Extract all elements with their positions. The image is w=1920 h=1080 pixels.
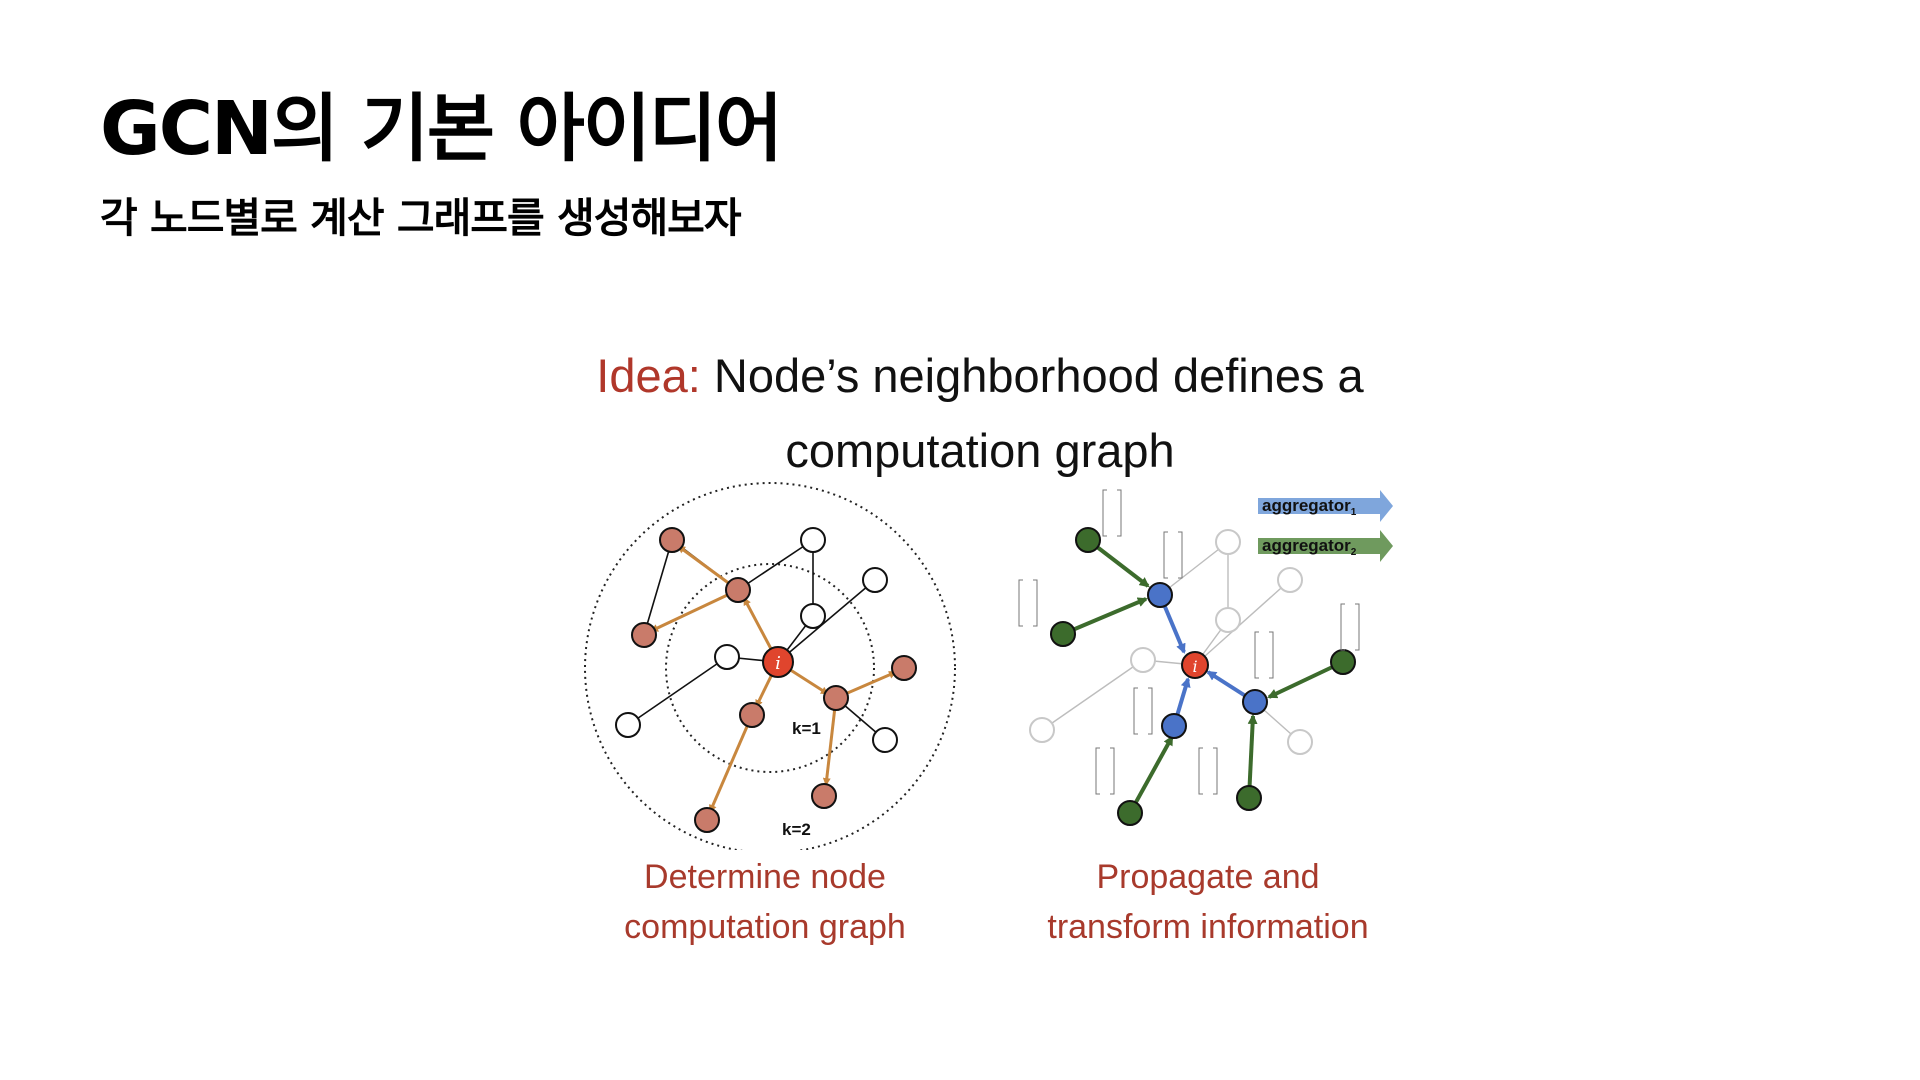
node-brown [891, 655, 917, 681]
node-green [1117, 800, 1143, 826]
aggregator-1-label: aggregator [1262, 496, 1351, 515]
center-node [1181, 651, 1209, 679]
idea-headline: Idea: Node’s neighborhood defines a comp… [480, 338, 1480, 488]
left-caption: Determine node computation graph [555, 852, 975, 952]
aggregator-2-banner: aggregator2 [1258, 530, 1393, 562]
node-brown [694, 807, 720, 833]
k2-label: k=2 [782, 820, 811, 839]
left-computation-graph: i k=1 k=2 [584, 482, 956, 850]
node-brown [739, 702, 765, 728]
node-green [1075, 527, 1101, 553]
node-faint [1215, 529, 1241, 555]
aggregator-2-label: aggregator [1262, 536, 1351, 555]
k1-boundary [665, 563, 875, 773]
svg-text:aggregator2: aggregator2 [1262, 536, 1357, 558]
node-white [714, 644, 740, 670]
node-white [800, 603, 826, 629]
node-blue [1242, 689, 1268, 715]
node-green [1330, 649, 1356, 675]
k1-label: k=1 [792, 719, 821, 738]
center-node-label: i [1192, 657, 1197, 676]
node-white [800, 527, 826, 553]
node-brown [823, 685, 849, 711]
left-caption-line2: computation graph [624, 908, 906, 946]
node-faint [1130, 647, 1156, 673]
node-brown [725, 577, 751, 603]
idea-label: Idea: [596, 349, 701, 402]
k2-boundary [584, 482, 956, 850]
node-brown [631, 622, 657, 648]
node-faint [1287, 729, 1313, 755]
slide-title: GCN의 기본 아이디어 [100, 86, 783, 172]
gcn-diagram: i k=1 k=2 [584, 482, 1393, 850]
orange-edges [650, 544, 897, 813]
node-faint [1029, 717, 1055, 743]
node-blue [1147, 582, 1173, 608]
node-faint [1277, 567, 1303, 593]
left-caption-line1: Determine node [644, 858, 886, 896]
aggregator-2-subscript: 2 [1351, 547, 1357, 558]
right-propagation-graph: i aggregator1 aggregator2 [1018, 489, 1393, 826]
aggregator-1-banner: aggregator1 [1258, 490, 1393, 522]
node-white [872, 727, 898, 753]
svg-text:aggregator1: aggregator1 [1262, 496, 1357, 518]
left-nodes [615, 527, 917, 833]
right-caption: Propagate and transform information [998, 852, 1418, 952]
node-brown [659, 527, 685, 553]
node-white [615, 712, 641, 738]
node-brown [811, 783, 837, 809]
right-caption-line1: Propagate and [1096, 858, 1320, 896]
node-green [1050, 621, 1076, 647]
aggregator-1-subscript: 1 [1351, 507, 1357, 518]
right-caption-line2: transform information [1047, 908, 1369, 946]
node-white [862, 567, 888, 593]
slide-subtitle: 각 노드별로 계산 그래프를 생성해보자 [100, 194, 742, 242]
node-blue [1161, 713, 1187, 739]
idea-text-line1: Node’s neighborhood defines a [713, 349, 1364, 402]
feature-vectors [1018, 489, 1360, 795]
node-green [1236, 785, 1262, 811]
center-node-label: i [775, 653, 781, 674]
idea-text-line2: computation graph [785, 424, 1175, 477]
right-nodes [1029, 527, 1356, 826]
center-node [762, 646, 794, 678]
node-faint [1215, 607, 1241, 633]
